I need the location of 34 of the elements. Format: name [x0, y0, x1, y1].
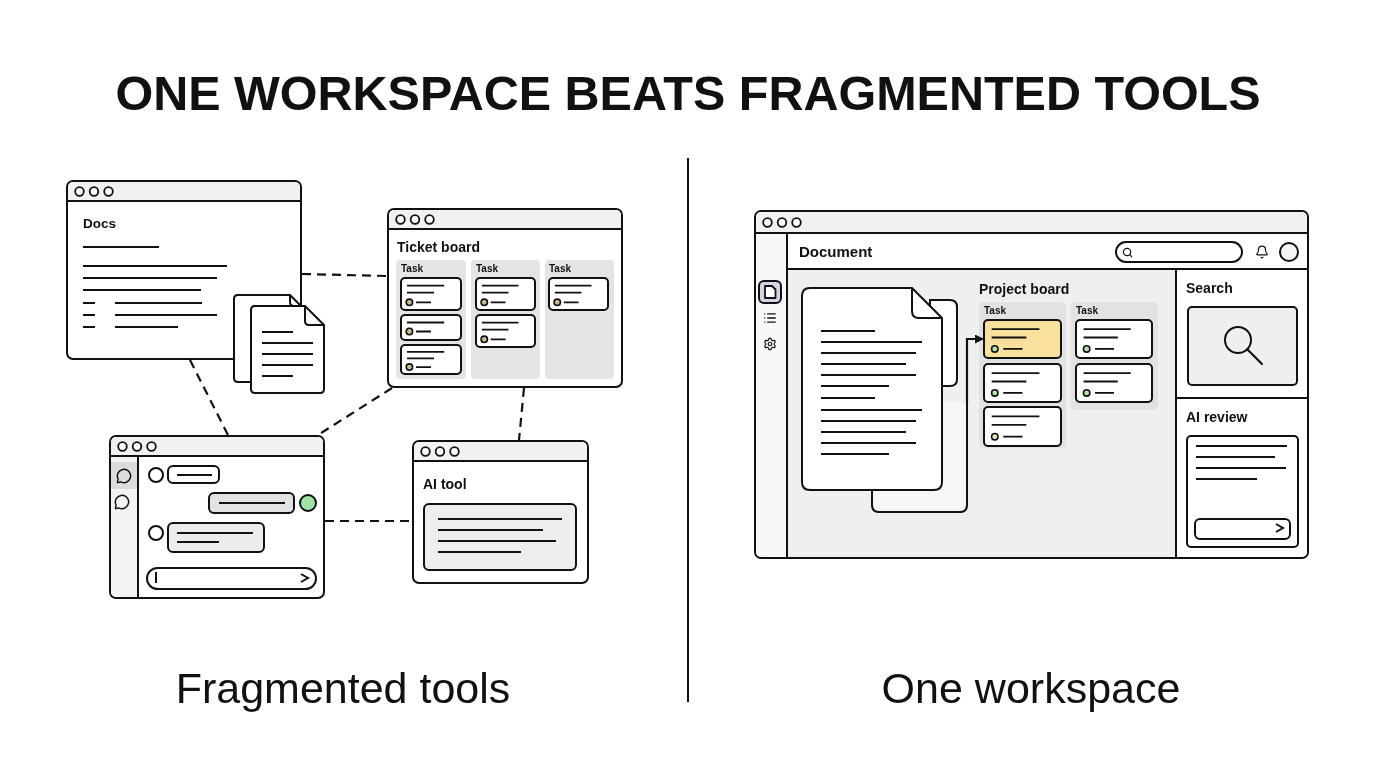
- board-title: Project board: [979, 281, 1070, 298]
- document-illustration: [801, 287, 968, 513]
- column-title: Task: [1076, 305, 1099, 317]
- side-panel: [1175, 399, 1307, 557]
- workspace-window: [754, 210, 1309, 559]
- column-title: Task: [984, 305, 1007, 317]
- task-column: [396, 260, 466, 379]
- task-column: [545, 260, 614, 379]
- task-card: [983, 319, 1062, 359]
- task-column: [471, 260, 540, 379]
- task-column: [979, 302, 1066, 448]
- ai-tool-window: [412, 440, 589, 584]
- caption: Fragmented tools: [175, 663, 511, 714]
- side-panel: [1175, 270, 1307, 399]
- column-title: Task: [549, 263, 572, 275]
- caption: One workspace: [881, 663, 1181, 714]
- title: ONE WORKSPACE BEATS FRAGMENTED TOOLS: [115, 65, 1261, 122]
- task-column: [1071, 302, 1158, 410]
- docs-window: [66, 180, 302, 360]
- dashed-connector: [301, 272, 388, 278]
- column-title: Task: [476, 263, 499, 275]
- panel-title: AI review: [1186, 409, 1248, 426]
- dashed-connector: [325, 519, 412, 523]
- dashed-connector: [189, 359, 229, 436]
- dashed-connector: [517, 387, 526, 441]
- chat-window: [109, 435, 325, 599]
- panel-title: Search: [1186, 280, 1233, 297]
- document-title: Document: [799, 243, 873, 261]
- arrow: [965, 334, 984, 402]
- window-title: Ticket board: [397, 239, 480, 256]
- window-title: AI tool: [423, 476, 467, 493]
- column-title: Task: [401, 263, 424, 275]
- ticket-board-window: [387, 208, 623, 388]
- window-title: Docs: [83, 216, 116, 233]
